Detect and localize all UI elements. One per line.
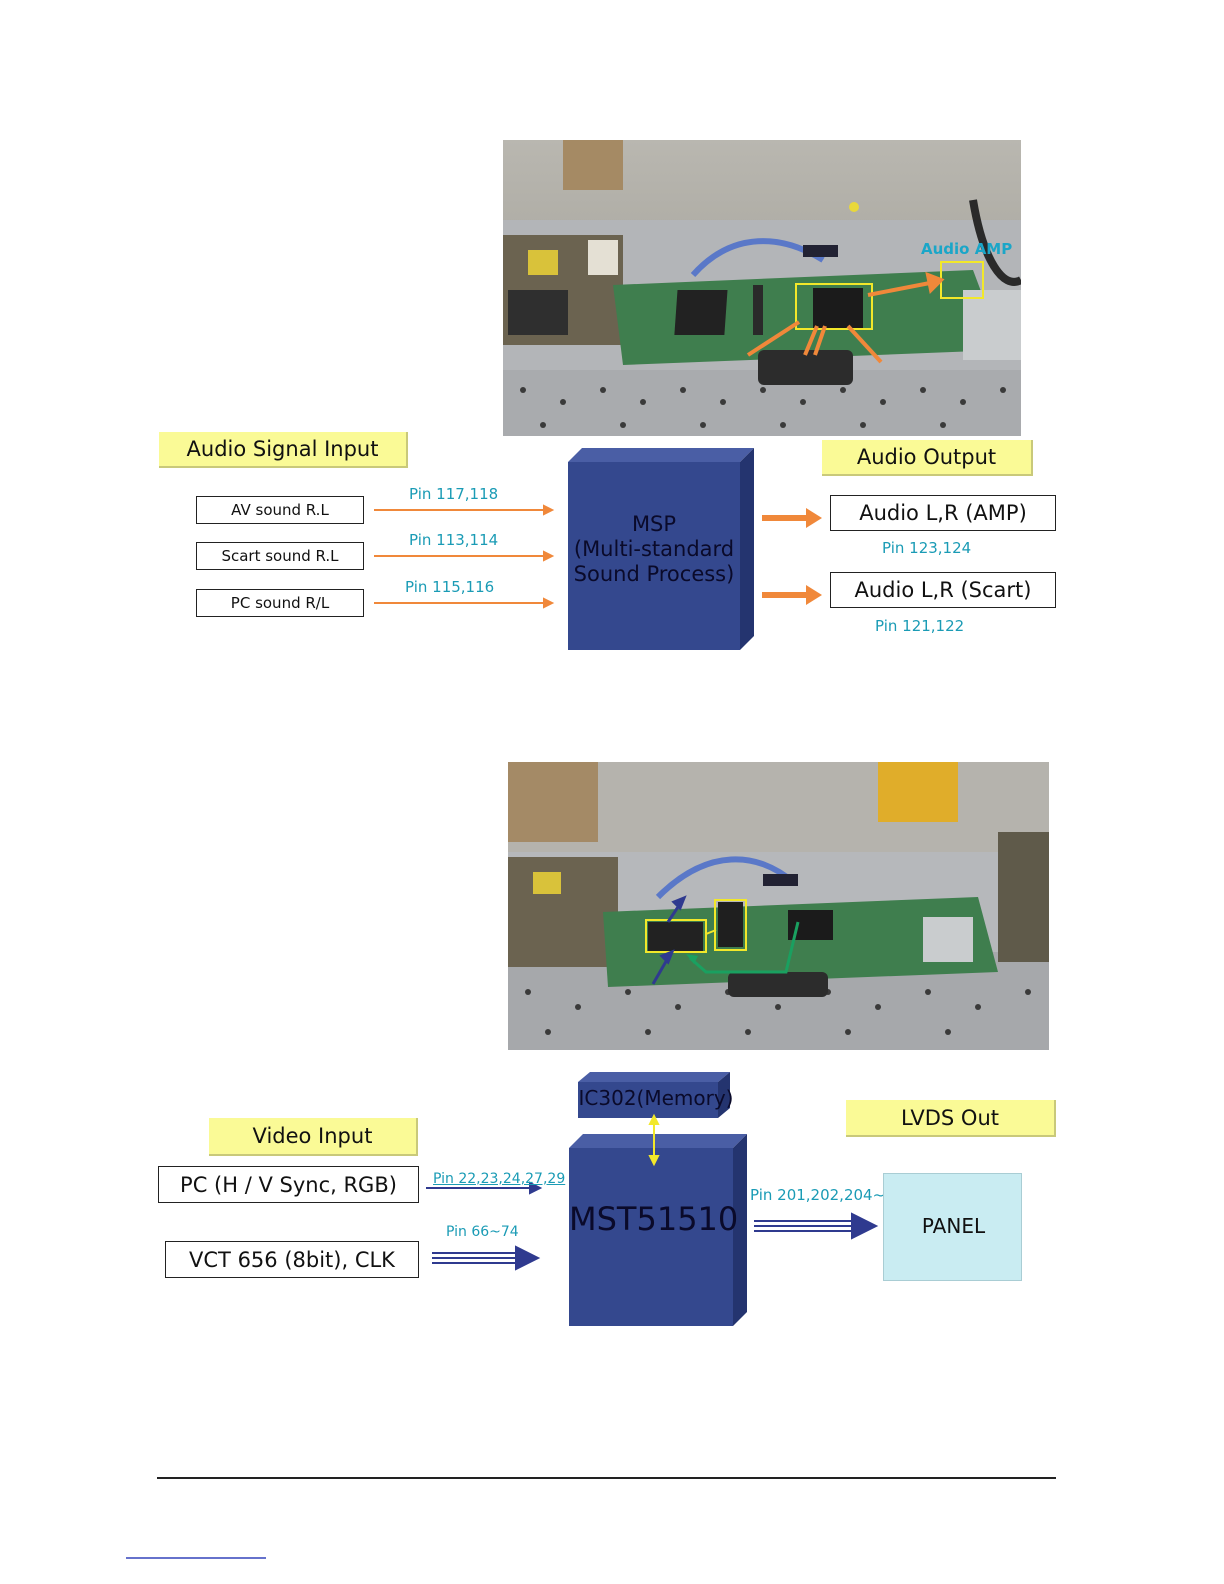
- panel-label: PANEL: [921, 1214, 986, 1238]
- vct-video-input-box: VCT 656 (8bit), CLK: [165, 1241, 419, 1278]
- pc-sound-pin-label: Pin 115,116: [405, 578, 495, 596]
- pc-video-input-box: PC (H / V Sync, RGB): [158, 1166, 419, 1203]
- msp-chip-line-3: Sound Process): [573, 562, 735, 586]
- pc-video-pin-label: Pin 22,23,24,27,29: [433, 1171, 566, 1187]
- panel-box: PANEL: [883, 1173, 1022, 1281]
- lvds-out-label: LVDS Out: [846, 1100, 1056, 1137]
- lvds-output-arrow: [754, 1212, 879, 1240]
- video-input-label: Video Input: [209, 1118, 418, 1156]
- audio-amp-output-box: Audio L,R (AMP): [830, 495, 1056, 531]
- audio-board-illustration: [503, 140, 1021, 436]
- lvds-output-pin-label: Pin 201,202,204~211: [750, 1186, 914, 1204]
- pc-input-arrow: [426, 1181, 543, 1195]
- video-board-illustration: [508, 762, 1049, 1050]
- memory-chip-block: [578, 1072, 730, 1118]
- msp-chip-label: MSP (Multi-standard Sound Process): [568, 512, 740, 587]
- memory-chip-label: IC302(Memory): [578, 1086, 734, 1110]
- audio-board-photo: Audio AMP: [503, 140, 1021, 436]
- av-sound-input-box: AV sound R.L: [196, 496, 364, 524]
- audio-amp-pin-label: Pin 123,124: [882, 539, 972, 557]
- vct-video-pin-label: Pin 66~74: [446, 1224, 519, 1240]
- audio-amp-photo-label: Audio AMP: [921, 240, 1013, 258]
- audio-output-arrows: [762, 508, 822, 605]
- vct-input-arrow: [432, 1245, 541, 1271]
- mst-chip-block: [569, 1134, 747, 1326]
- msp-chip-line-2: (Multi-standard: [573, 537, 735, 561]
- pc-sound-input-box: PC sound R/L: [196, 589, 364, 617]
- audio-output-label: Audio Output: [822, 440, 1033, 476]
- av-sound-pin-label: Pin 117,118: [409, 485, 499, 503]
- memory-link-arrow: [648, 1113, 660, 1167]
- scart-sound-pin-label: Pin 113,114: [409, 531, 499, 549]
- video-board-photo: [508, 762, 1049, 1050]
- audio-signal-input-label: Audio Signal Input: [159, 432, 408, 468]
- audio-scart-output-box: Audio L,R (Scart): [830, 572, 1056, 608]
- scart-sound-input-box: Scart sound R.L: [196, 542, 364, 570]
- msp-chip-line-1: MSP: [631, 512, 677, 536]
- audio-scart-pin-label: Pin 121,122: [875, 617, 965, 635]
- audio-input-arrows: [374, 504, 555, 609]
- msp-chip-block: [568, 448, 754, 650]
- mst-chip-label: MST51510: [569, 1200, 739, 1238]
